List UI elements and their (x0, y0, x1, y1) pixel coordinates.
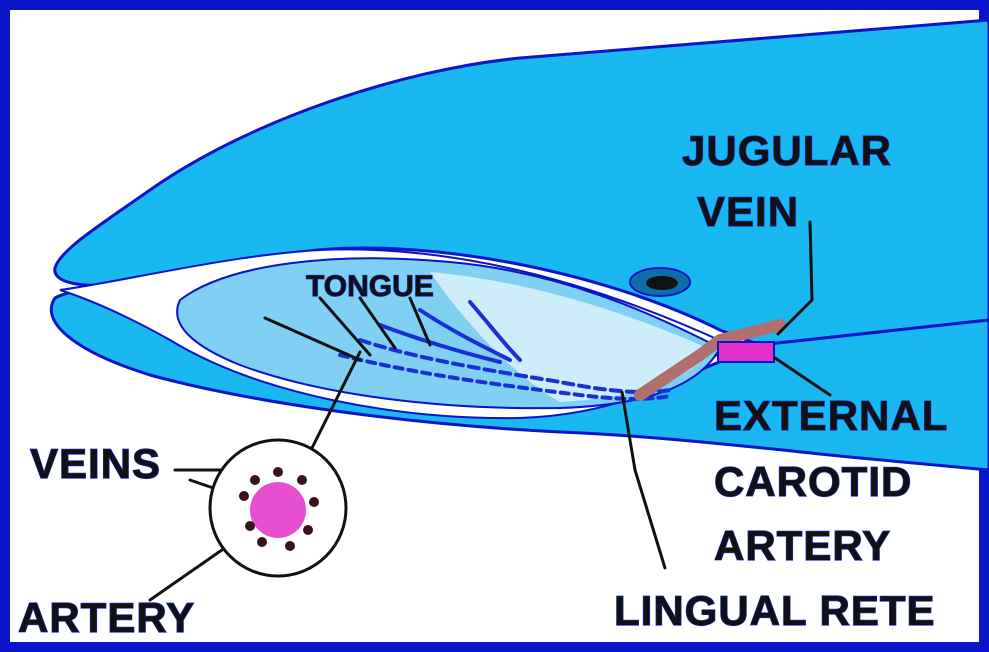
label-jugular-vein-line1: JUGULAR (682, 127, 892, 174)
label-external-carotid-line1: EXTERNAL (714, 392, 948, 439)
eye-pupil (646, 276, 678, 290)
label-artery: ARTERY (18, 594, 195, 641)
carotid-vessel (718, 342, 774, 362)
label-lingual-rete: LINGUAL RETE (614, 587, 936, 634)
label-external-carotid-line3: ARTERY (714, 522, 891, 569)
label-tongue: TONGUE (306, 270, 434, 303)
label-veins: VEINS (30, 440, 161, 487)
artery-dot (250, 482, 306, 538)
label-external-carotid-line2: CAROTID (714, 458, 912, 505)
label-jugular-vein-line2: VEIN (697, 188, 799, 235)
